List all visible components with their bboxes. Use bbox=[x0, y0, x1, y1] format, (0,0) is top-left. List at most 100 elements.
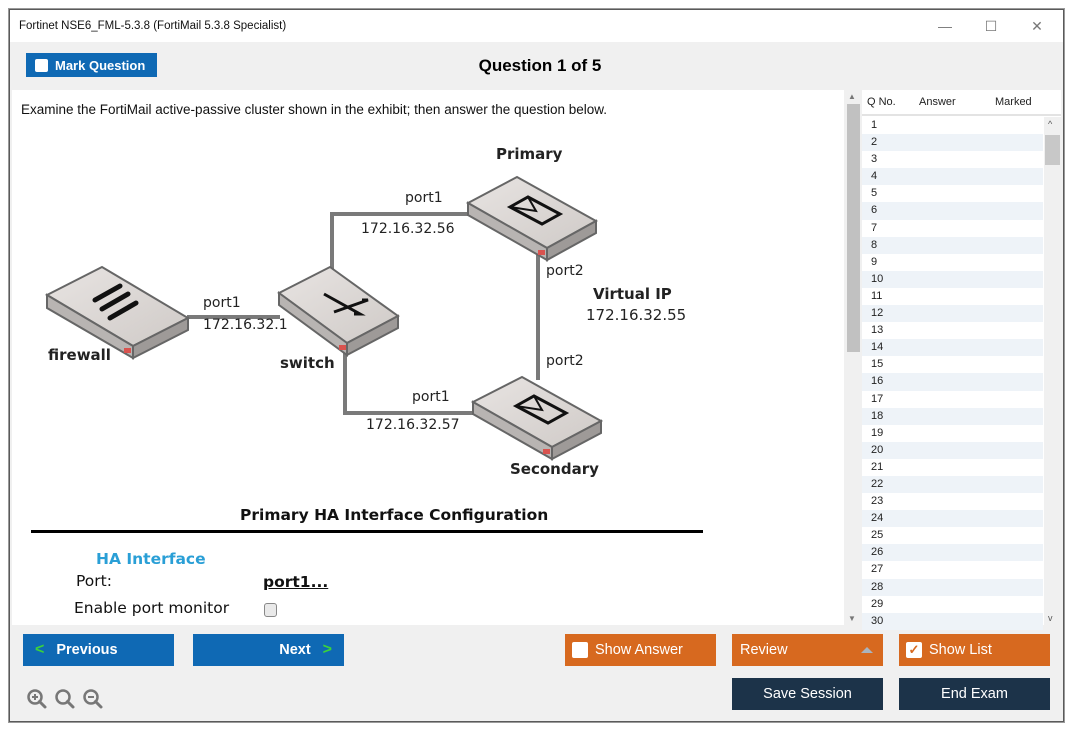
column-q-no: Q No. bbox=[867, 96, 896, 108]
review-label: Review bbox=[740, 642, 788, 658]
zoom-controls bbox=[26, 688, 104, 710]
zoom-reset-icon[interactable] bbox=[54, 688, 76, 710]
maximize-button[interactable]: ☐ bbox=[969, 14, 1013, 38]
question-list-row[interactable]: 16 bbox=[862, 373, 1043, 391]
question-list-row[interactable]: 17 bbox=[871, 392, 884, 405]
question-list-row[interactable]: 13 bbox=[871, 324, 884, 337]
question-list-row[interactable]: 7 bbox=[871, 221, 878, 234]
primary-ip-label: 172.16.32.56 bbox=[361, 221, 455, 237]
question-list-row[interactable]: 25 bbox=[871, 529, 884, 542]
zoom-in-icon[interactable] bbox=[26, 688, 48, 710]
firewall-label: firewall bbox=[48, 346, 111, 364]
column-answer: Answer bbox=[919, 96, 956, 108]
show-list-button[interactable]: ✓ Show List bbox=[899, 634, 1050, 666]
column-marked: Marked bbox=[995, 96, 1032, 108]
close-button[interactable]: ✕ bbox=[1015, 14, 1059, 38]
mark-question-checkbox[interactable] bbox=[35, 58, 48, 72]
save-session-label: Save Session bbox=[763, 686, 852, 702]
virtual-ip-value: 172.16.32.55 bbox=[586, 306, 687, 324]
scroll-down-icon[interactable]: ▼ bbox=[848, 614, 856, 623]
link-switch-secondary bbox=[343, 345, 473, 415]
maximize-icon: ☐ bbox=[984, 17, 998, 34]
question-list-row[interactable]: 30 bbox=[862, 612, 1043, 630]
switch-device bbox=[277, 265, 400, 357]
caret-up-icon bbox=[861, 647, 873, 653]
question-list-row[interactable]: 8 bbox=[862, 236, 1043, 254]
show-answer-button[interactable]: Show Answer bbox=[565, 634, 716, 666]
end-exam-label: End Exam bbox=[941, 686, 1008, 702]
firewall-device bbox=[44, 265, 191, 360]
question-text: Examine the FortiMail active-passive clu… bbox=[21, 102, 608, 117]
show-list-label: Show List bbox=[929, 642, 992, 658]
question-list-scrollbar[interactable]: ^ v bbox=[1044, 117, 1061, 625]
primary-device bbox=[465, 175, 599, 262]
chevron-left-icon: < bbox=[35, 641, 45, 658]
firewall-ip-label: 172.16.32.1 bbox=[203, 317, 288, 333]
network-links bbox=[187, 212, 540, 415]
network-diagram bbox=[44, 175, 604, 461]
question-list-row[interactable]: 6 bbox=[862, 202, 1043, 220]
ha-port-label: Port: bbox=[76, 572, 112, 590]
mark-question-button[interactable]: Mark Question bbox=[26, 53, 157, 77]
window-title: Fortinet NSE6_FML-5.3.8 (FortiMail 5.3.8… bbox=[19, 20, 287, 32]
secondary-port2-label: port2 bbox=[546, 353, 584, 369]
question-content: Examine the FortiMail active-passive clu… bbox=[12, 90, 844, 625]
question-list-row[interactable]: 28 bbox=[862, 578, 1043, 596]
question-list-row[interactable]: 20 bbox=[862, 441, 1043, 459]
question-list-row[interactable]: 19 bbox=[871, 426, 884, 439]
review-dropdown[interactable]: Review bbox=[732, 634, 883, 666]
list-scroll-thumb[interactable] bbox=[1045, 135, 1060, 165]
ha-monitor-checkbox bbox=[264, 603, 277, 617]
question-list-row[interactable]: 5 bbox=[871, 187, 878, 200]
previous-button[interactable]: < Previous bbox=[23, 634, 174, 666]
zoom-out-icon[interactable] bbox=[82, 688, 104, 710]
end-exam-button[interactable]: End Exam bbox=[899, 678, 1050, 710]
minimize-button[interactable]: — bbox=[923, 14, 967, 38]
switch-label: switch bbox=[280, 354, 335, 372]
question-counter: Question 1 of 5 bbox=[478, 56, 602, 75]
question-list-row[interactable]: 18 bbox=[862, 407, 1043, 425]
question-list-row[interactable]: 27 bbox=[871, 563, 884, 576]
question-list-row[interactable]: 4 bbox=[862, 168, 1043, 186]
question-list-row[interactable]: 29 bbox=[871, 597, 884, 610]
app-window: Fortinet NSE6_FML-5.3.8 (FortiMail 5.3.8… bbox=[9, 9, 1064, 722]
save-session-button[interactable]: Save Session bbox=[732, 678, 883, 710]
list-scroll-down-icon[interactable]: v bbox=[1048, 613, 1053, 623]
mark-question-label: Mark Question bbox=[55, 57, 146, 73]
close-icon: ✕ bbox=[1031, 17, 1043, 34]
question-list-row[interactable]: 26 bbox=[862, 544, 1043, 562]
question-list-row[interactable]: 23 bbox=[871, 495, 884, 508]
ha-monitor-label: Enable port monitor bbox=[74, 599, 230, 617]
secondary-ip-label: 172.16.32.57 bbox=[366, 417, 460, 433]
question-list-row[interactable]: 21 bbox=[871, 460, 884, 473]
content-scrollbar[interactable]: ▲ ▼ bbox=[844, 90, 862, 625]
show-list-checkbox[interactable]: ✓ bbox=[906, 642, 922, 658]
ha-config-divider bbox=[31, 530, 703, 533]
title-bar: Fortinet NSE6_FML-5.3.8 (FortiMail 5.3.8… bbox=[10, 10, 1063, 42]
scroll-up-icon[interactable]: ▲ bbox=[848, 92, 856, 101]
question-list-row[interactable]: 1 bbox=[871, 119, 878, 131]
previous-label: Previous bbox=[56, 642, 118, 658]
question-list-row[interactable]: 15 bbox=[871, 358, 884, 371]
question-list-row[interactable]: 11 bbox=[871, 289, 883, 302]
primary-label: Primary bbox=[496, 145, 563, 163]
virtual-ip-title: Virtual IP bbox=[593, 285, 672, 303]
question-list-row[interactable]: 10 bbox=[862, 270, 1043, 288]
question-list-row[interactable]: 2 bbox=[862, 134, 1043, 152]
minimize-icon: — bbox=[938, 18, 952, 34]
secondary-port1-label: port1 bbox=[412, 389, 450, 405]
list-scroll-up-icon[interactable]: ^ bbox=[1048, 119, 1053, 129]
question-list-row[interactable]: 14 bbox=[862, 339, 1043, 357]
question-list-row[interactable]: 12 bbox=[862, 305, 1043, 323]
content-scroll-thumb[interactable] bbox=[847, 104, 860, 352]
question-list-row[interactable]: 24 bbox=[862, 510, 1043, 528]
primary-port1-label: port1 bbox=[405, 190, 443, 206]
show-answer-checkbox[interactable] bbox=[572, 642, 588, 658]
next-button[interactable]: Next > bbox=[193, 634, 344, 666]
secondary-label: Secondary bbox=[510, 460, 599, 478]
question-list-row[interactable]: 3 bbox=[871, 153, 878, 166]
question-list-row[interactable]: 22 bbox=[862, 475, 1043, 494]
question-list-row[interactable]: 9 bbox=[871, 255, 878, 268]
